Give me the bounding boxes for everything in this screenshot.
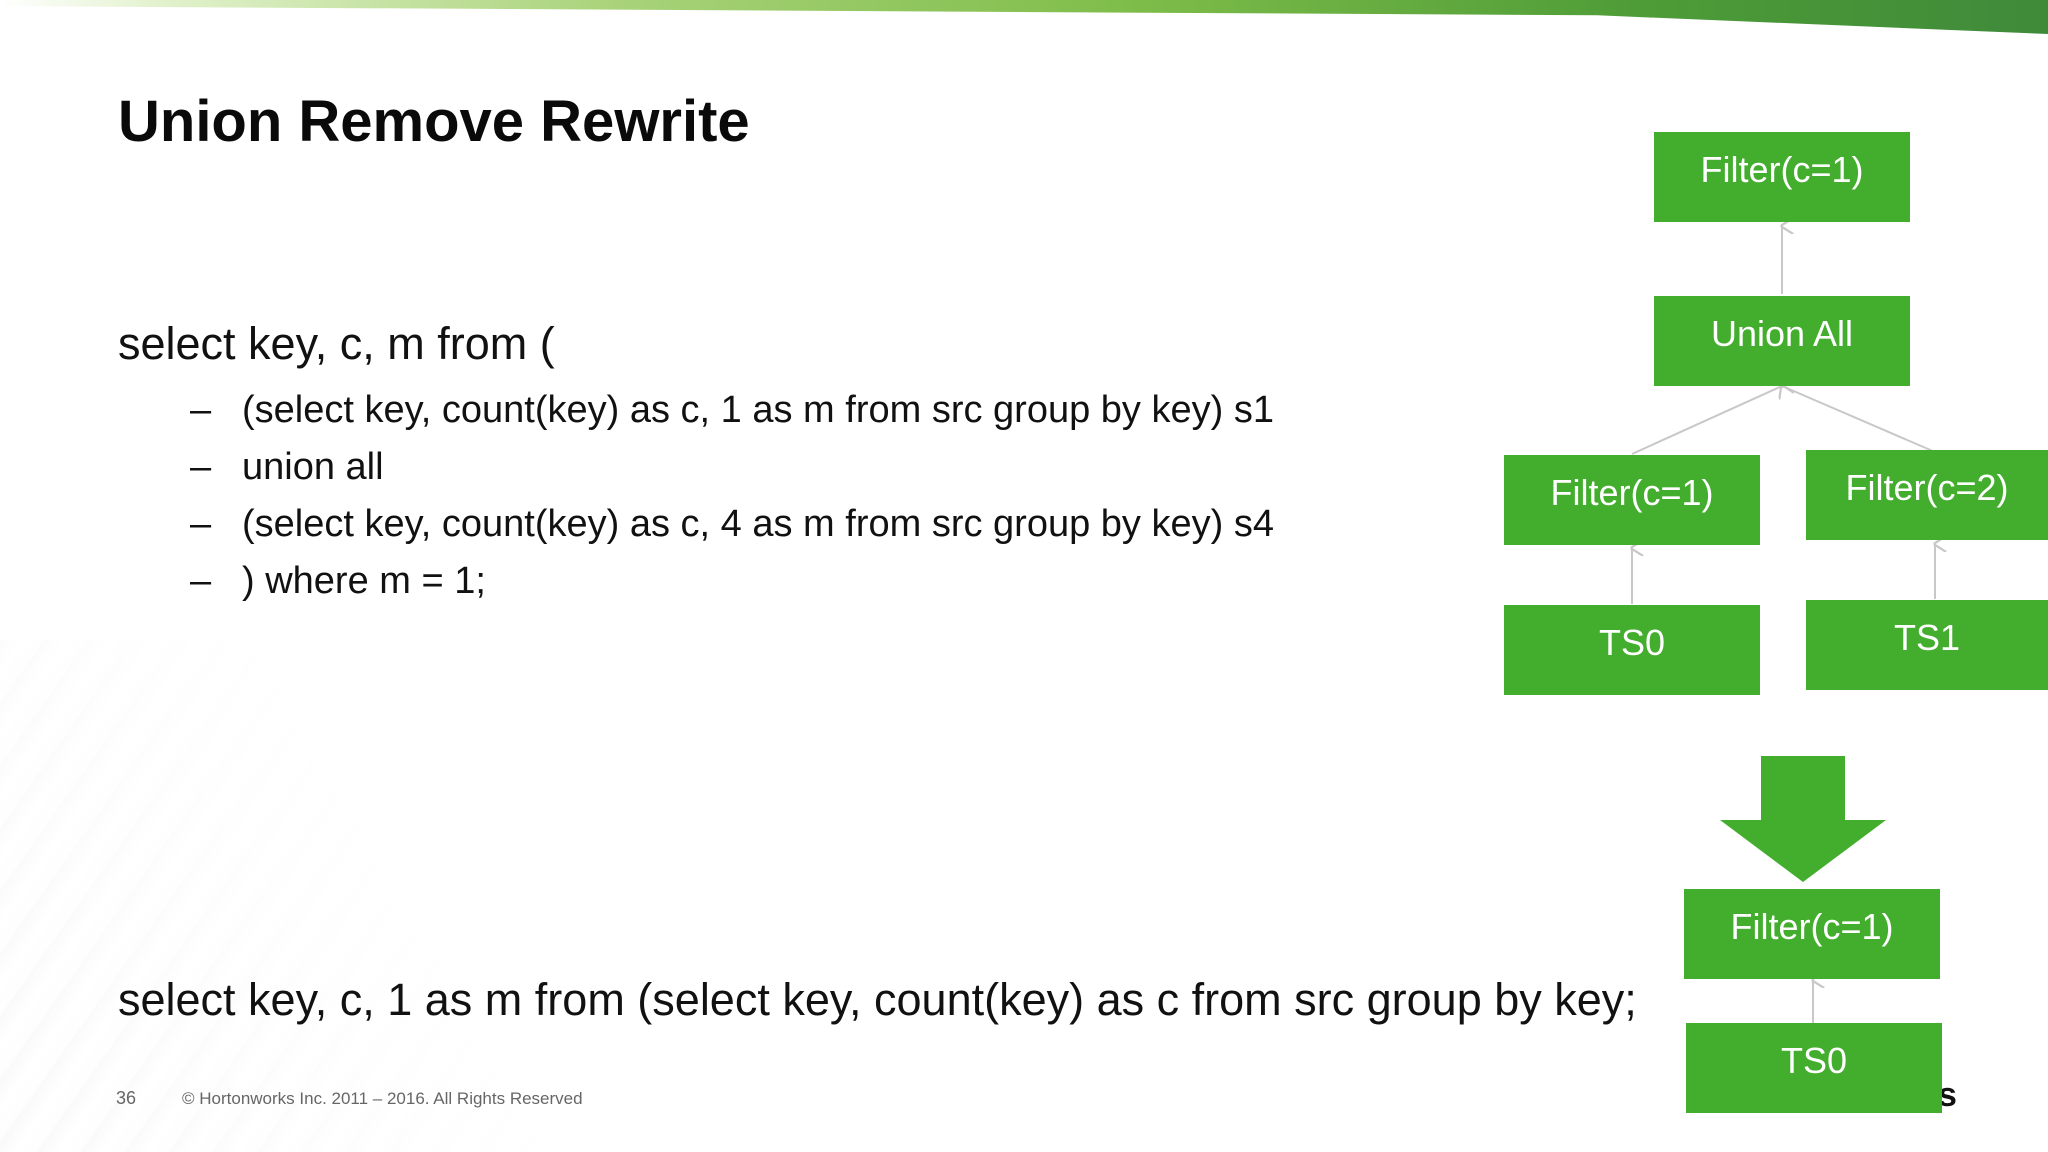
node-label: Filter(c=2) [1845, 467, 2009, 508]
down-arrow-icon [1720, 756, 1886, 882]
node-label: TS0 [1780, 1040, 1848, 1081]
node-ts0-after: TS0 [1686, 1023, 1942, 1113]
bullet-dash: – [190, 389, 212, 431]
node-ts1: TS1 [1806, 600, 2048, 690]
original-query-head: select key, c, m from ( [118, 318, 555, 369]
node-label: Filter(c=1) [1700, 149, 1864, 190]
page-number: 36 [116, 1088, 137, 1108]
query-line-text: union all [242, 446, 384, 488]
node-left-filter: Filter(c=1) [1504, 455, 1760, 545]
original-query-lines: – (select key, count(key) as c, 1 as m f… [190, 382, 1274, 610]
edge-right-filter-to-union [1782, 386, 1936, 453]
bullet-dash: – [190, 503, 212, 545]
query-line-text: (select key, count(key) as c, 4 as m fro… [242, 503, 1274, 545]
node-label: TS0 [1598, 622, 1666, 663]
node-label: TS1 [1893, 617, 1961, 658]
query-line: – (select key, count(key) as c, 1 as m f… [190, 382, 1274, 439]
query-line: – union all [190, 439, 1274, 496]
node-filter-after: Filter(c=1) [1684, 889, 1940, 979]
query-line: – (select key, count(key) as c, 4 as m f… [190, 496, 1274, 553]
node-top-filter: Filter(c=1) [1654, 132, 1910, 222]
query-line-text: ) where m = 1; [242, 560, 486, 602]
node-ts0: TS0 [1504, 605, 1760, 695]
node-label: Filter(c=1) [1730, 906, 1894, 947]
node-right-filter: Filter(c=2) [1806, 450, 2048, 540]
query-line-text: (select key, count(key) as c, 1 as m fro… [242, 389, 1274, 431]
background-sheen [0, 640, 600, 1152]
slide-title: Union Remove Rewrite [118, 89, 750, 154]
copyright-notice: © Hortonworks Inc. 2011 – 2016. All Righ… [182, 1089, 583, 1108]
node-label: Union All [1710, 313, 1854, 354]
node-label: Filter(c=1) [1550, 472, 1714, 513]
edge-left-filter-to-union [1631, 386, 1782, 455]
bullet-dash: – [190, 446, 212, 488]
node-union-all: Union All [1654, 296, 1910, 386]
query-line: – ) where m = 1; [190, 553, 1274, 610]
company-logo-fragment: s [1938, 1076, 1957, 1114]
header-accent-band [0, 0, 2048, 34]
bullet-dash: – [190, 560, 212, 602]
rewritten-query: select key, c, 1 as m from (select key, … [118, 974, 1637, 1025]
